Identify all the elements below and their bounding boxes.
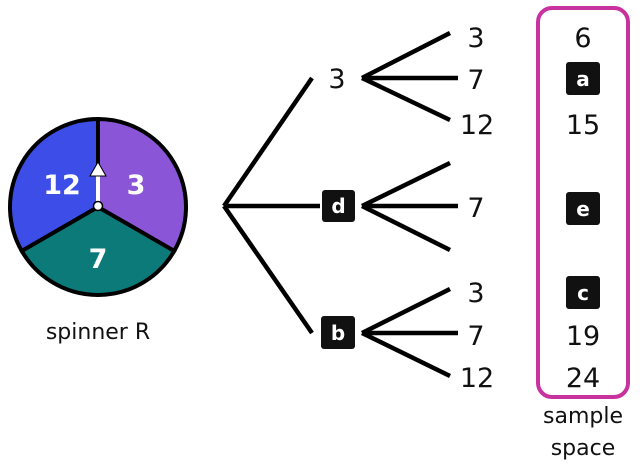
branch-d-to-blank1 — [361, 160, 451, 209]
spinner-segment-7 — [19, 204, 177, 297]
branch-3-to-12 — [361, 75, 451, 123]
badge-c: c — [577, 281, 589, 305]
node-first-3: 3 — [328, 64, 345, 95]
sample-value-e-badge: e — [566, 192, 600, 225]
spinner-label-7: 7 — [89, 244, 108, 275]
spinner-pointer-icon — [89, 160, 107, 212]
spinner-caption: spinner R — [46, 320, 150, 345]
sample-space-caption-line1: sample — [543, 404, 623, 429]
badge-e: e — [576, 197, 590, 221]
spinner-label-12: 12 — [43, 170, 81, 201]
branch-root-to-3 — [222, 76, 314, 208]
branch-3-to-3 — [360, 30, 452, 81]
node-first-d-badge: d — [322, 190, 355, 222]
outcome-3-3: 3 — [467, 23, 484, 54]
sample-space-caption-line2: space — [551, 436, 616, 461]
sample-value-15: 15 — [566, 110, 600, 141]
sample-value-24: 24 — [566, 363, 600, 394]
sample-value-6: 6 — [574, 23, 591, 54]
spinner: 12 3 7 spinner R — [8, 116, 188, 345]
outcome-3-7: 7 — [467, 65, 484, 96]
spinner-label-3: 3 — [127, 170, 146, 201]
outcome-3-12: 12 — [460, 110, 494, 141]
branch-b-to-12 — [361, 330, 451, 379]
sample-value-c-badge: c — [566, 276, 600, 309]
branch-root-to-b — [222, 204, 314, 335]
tree-branches — [222, 30, 458, 379]
outcome-b-7: 7 — [467, 321, 484, 352]
sample-value-19: 19 — [566, 321, 600, 352]
sample-space-box — [536, 6, 630, 399]
outcome-b-3: 3 — [467, 278, 484, 309]
branch-d-to-blank2 — [360, 203, 452, 253]
outcome-d-7: 7 — [467, 193, 484, 224]
badge-d: d — [331, 194, 345, 218]
badge-b: b — [331, 321, 345, 345]
node-first-b-badge: b — [321, 316, 355, 349]
outcome-b-12: 12 — [460, 363, 494, 394]
badge-a: a — [576, 67, 590, 91]
sample-value-a-badge: a — [566, 62, 600, 95]
branch-b-to-3 — [360, 286, 452, 336]
